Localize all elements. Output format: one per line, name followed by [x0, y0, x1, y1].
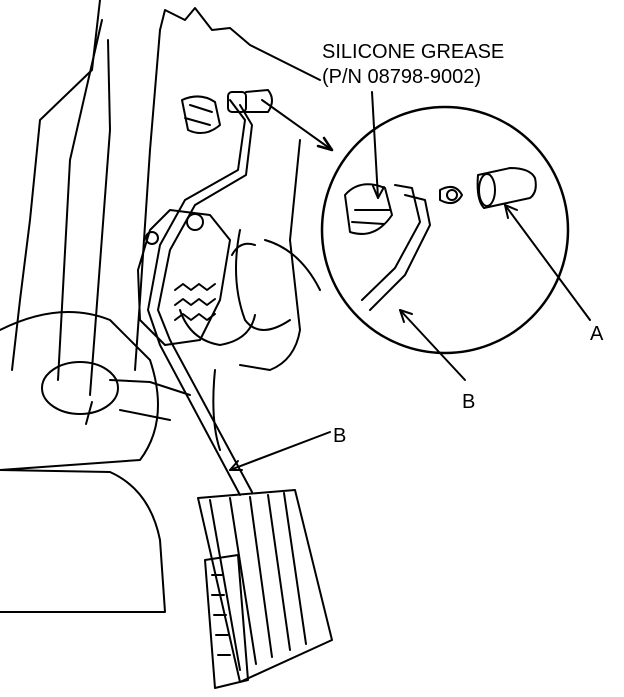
leader-a	[504, 204, 591, 321]
callout-line1: SILICONE GREASE	[322, 41, 504, 63]
label-a: A	[590, 323, 604, 345]
detail-view	[320, 91, 570, 355]
label-b-detail: B	[462, 391, 475, 413]
pedal-pad	[197, 489, 333, 689]
return-spring	[174, 283, 216, 291]
grease-leader	[371, 91, 379, 199]
pedal-arm	[147, 99, 253, 496]
clip	[439, 185, 463, 205]
bracket-bolt-left	[145, 231, 159, 245]
callout-line2: (P/N 08798-9002)	[322, 66, 481, 88]
body-panel-outline	[0, 0, 321, 613]
bracket-bolt-upper	[186, 213, 204, 231]
pedal-bracket	[137, 209, 231, 346]
detail-arrow	[261, 99, 334, 152]
cable-end-assembly	[181, 89, 273, 135]
label-b-main: B	[333, 425, 346, 447]
leader-b-detail	[399, 309, 466, 381]
column-base	[41, 361, 119, 415]
leader-b-main	[229, 431, 331, 471]
detail-circle	[320, 105, 570, 355]
